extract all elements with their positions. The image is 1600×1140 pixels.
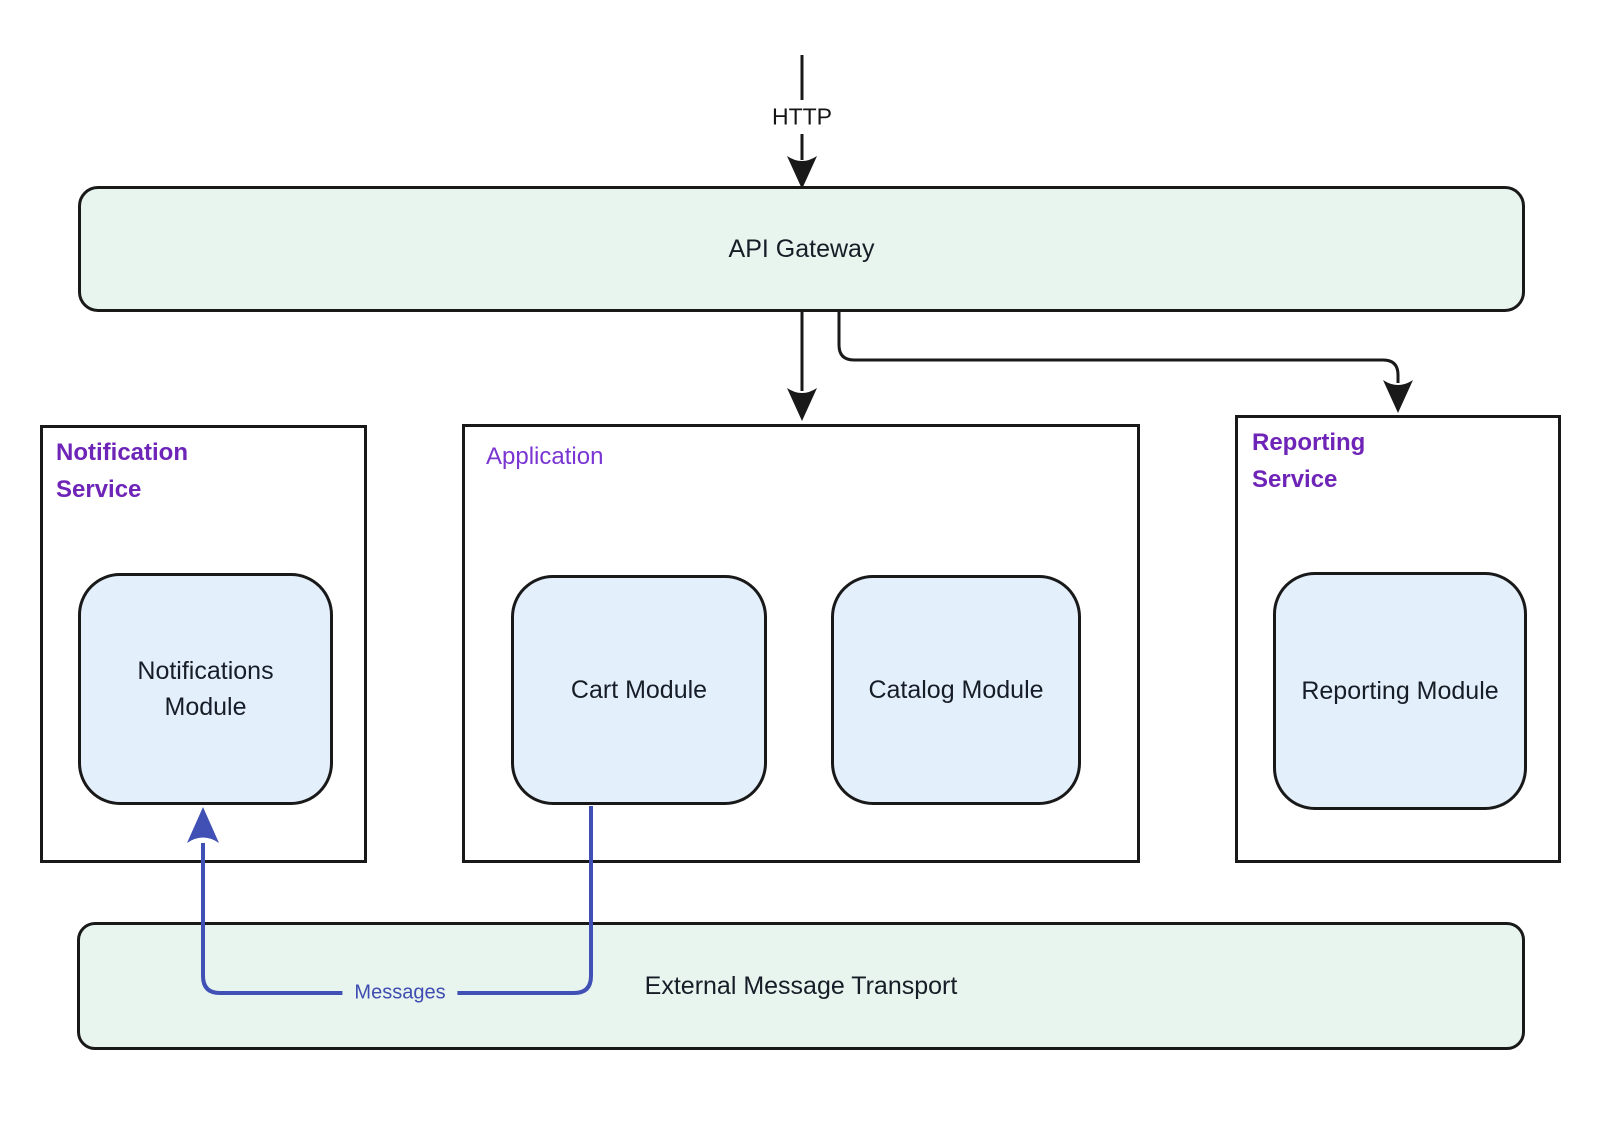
reporting-module-label: Reporting Module — [1301, 676, 1499, 705]
api-gateway-label: API Gateway — [728, 234, 875, 263]
cart-module-node: Cart Module — [511, 575, 767, 805]
reporting-module-node: Reporting Module — [1273, 572, 1527, 810]
gateway-to-reporting-arrow — [837, 311, 1400, 383]
notifications-module-label: Notifications Module — [137, 656, 274, 721]
http-arrowhead-icon — [787, 156, 817, 189]
messages-edge-label: Messages — [342, 980, 458, 1006]
http-edge-label: HTTP — [763, 103, 841, 131]
catalog-module-node: Catalog Module — [831, 575, 1081, 805]
api-gateway-node: API Gateway — [78, 186, 1525, 312]
gateway-to-application-arrowhead-icon — [787, 388, 817, 421]
cart-module-label: Cart Module — [570, 675, 708, 704]
notifications-module-node: Notifications Module — [78, 573, 333, 805]
notification-service-title: Notification Service — [56, 439, 188, 504]
external-message-transport-label: External Message Transport — [644, 971, 958, 1000]
external-message-transport-node: External Message Transport — [77, 922, 1525, 1050]
gateway-to-reporting-arrowhead-icon — [1383, 380, 1413, 413]
catalog-module-label: Catalog Module — [868, 675, 1044, 704]
reporting-service-title: Reporting Service — [1252, 429, 1366, 494]
application-title: Application — [486, 443, 604, 470]
